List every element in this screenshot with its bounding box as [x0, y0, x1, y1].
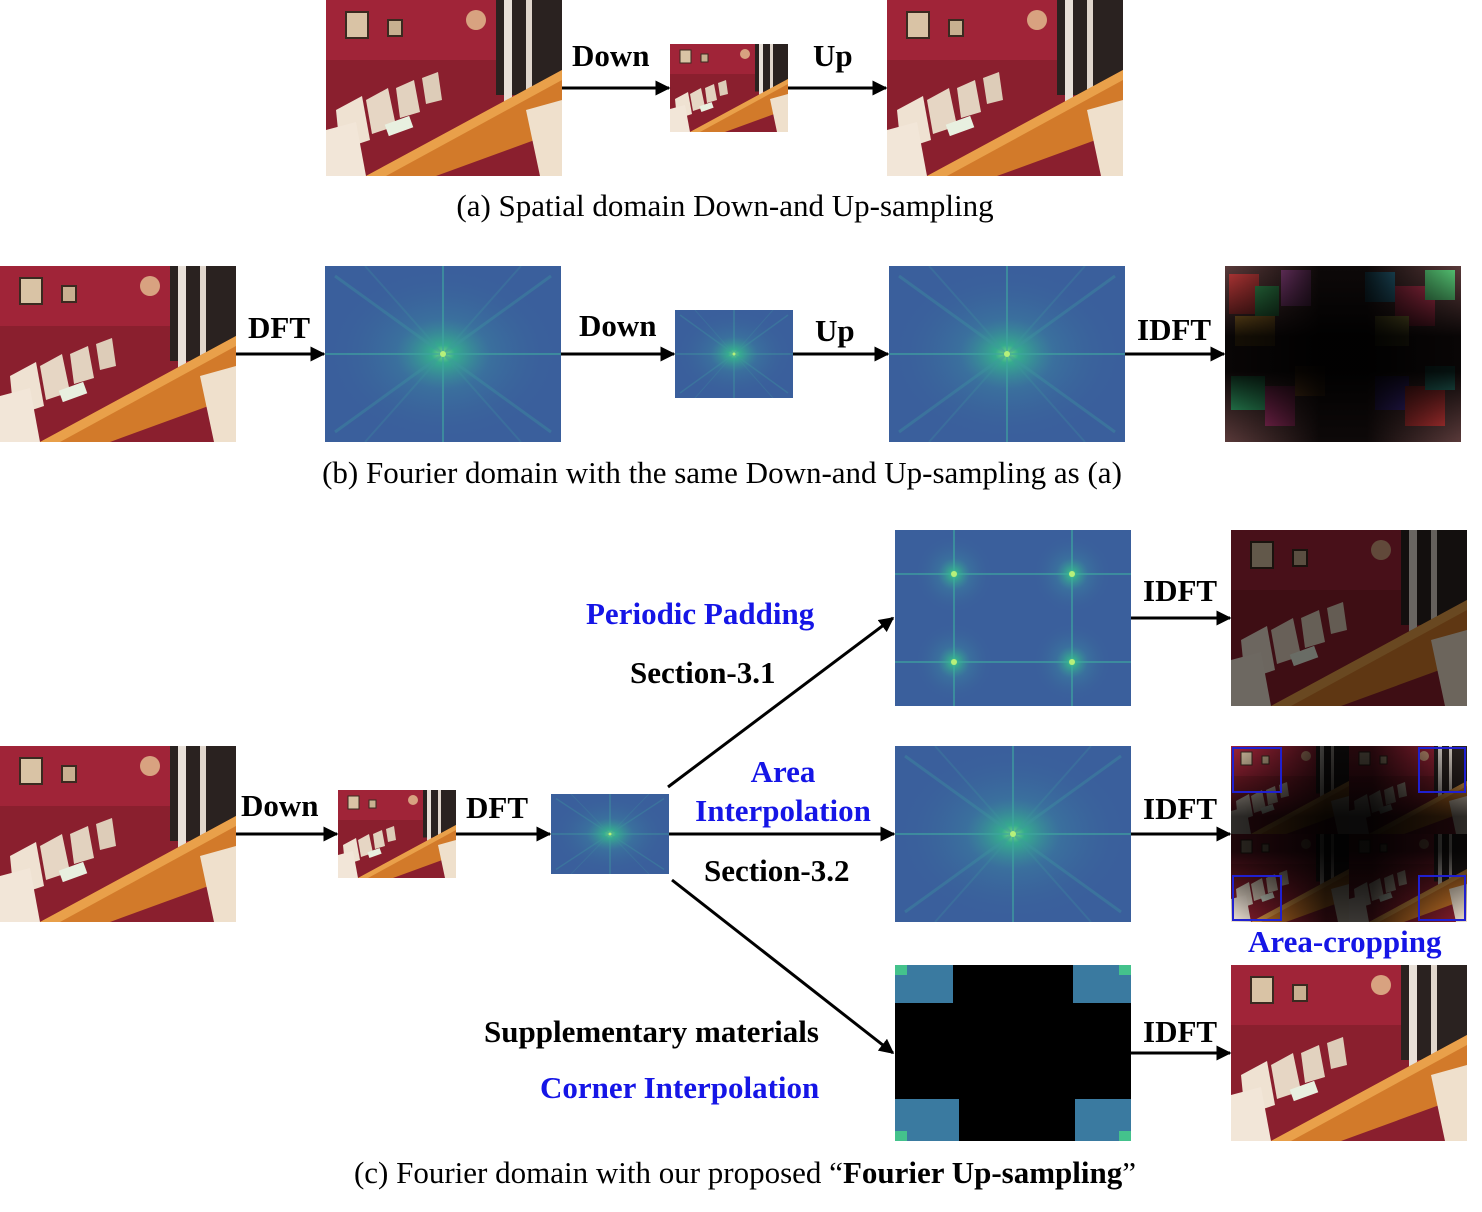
section-3-1-label: Section-3.1 — [630, 655, 776, 690]
supplementary-materials-label: Supplementary materials — [484, 1014, 819, 1049]
corner-interpolation-output — [1231, 965, 1467, 1141]
up-label-a: Up — [813, 38, 853, 73]
dft-label-c: DFT — [466, 790, 528, 825]
caption-c-bold: Fourier Up-sampling — [842, 1155, 1123, 1190]
corrupted-output-b — [1225, 266, 1461, 442]
downsampled-image-c — [338, 790, 456, 878]
corner-interpolation-label: Corner Interpolation — [540, 1070, 820, 1105]
caption-b: (b) Fourier domain with the same Down-an… — [322, 455, 1122, 490]
spectrum-b — [325, 266, 561, 442]
input-image-c — [0, 746, 236, 922]
small-spectrum-c — [551, 794, 669, 874]
caption-a: (a) Spatial domain Down-and Up-sampling — [456, 188, 994, 223]
idft-label-c3: IDFT — [1143, 1014, 1218, 1049]
down-label-b: Down — [579, 308, 657, 343]
corner-interpolation-spectrum — [895, 965, 1131, 1141]
area-interpolation-spectrum — [895, 746, 1131, 922]
dft-label-b: DFT — [248, 310, 310, 345]
idft-label-b: IDFT — [1137, 312, 1212, 347]
section-3-2-label: Section-3.2 — [704, 853, 850, 888]
caption-c-prefix: (c) Fourier domain with our proposed “ — [353, 1155, 843, 1190]
caption-c: (c) Fourier domain with our proposed “Fo… — [0, 1157, 1482, 1188]
area-cropping-label: Area-cropping — [1248, 924, 1442, 959]
down-label-c: Down — [241, 788, 319, 823]
idft-label-c1: IDFT — [1143, 573, 1218, 608]
area-interpolation-label-line2: Interpolation — [695, 793, 871, 828]
input-image-a — [326, 0, 562, 176]
periodic-padding-spectrum — [895, 530, 1131, 706]
area-interpolation-output — [1231, 746, 1467, 922]
caption-c-suffix: ” — [1122, 1155, 1137, 1190]
area-interpolation-label-line1: Area — [750, 754, 816, 789]
periodic-padding-output — [1231, 530, 1467, 706]
upsampled-image-a — [887, 0, 1123, 176]
downsampled-image-a — [670, 44, 788, 132]
up-label-b: Up — [815, 313, 855, 348]
downsampled-spectrum-b — [675, 310, 793, 398]
input-image-b — [0, 266, 236, 442]
periodic-padding-label: Periodic Padding — [586, 596, 815, 631]
idft-label-c2: IDFT — [1143, 791, 1218, 826]
upsampled-spectrum-b — [889, 266, 1125, 442]
down-label-a: Down — [572, 38, 650, 73]
